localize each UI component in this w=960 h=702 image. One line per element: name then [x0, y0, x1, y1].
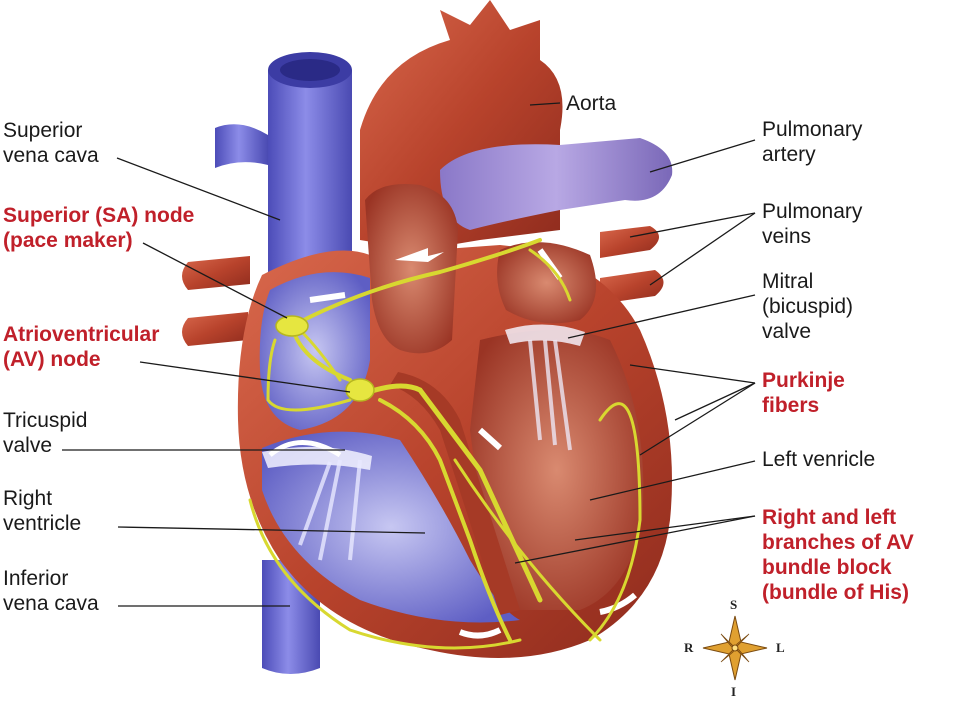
- leader-lines: [62, 102, 756, 607]
- compass-rose-icon: [702, 615, 768, 681]
- left-atrium: [497, 242, 597, 324]
- compass-left: L: [776, 640, 785, 655]
- mitral-valve-shape: [505, 324, 585, 346]
- tricuspid-valve-shape: [262, 446, 372, 470]
- pulmonary-artery: [440, 138, 673, 230]
- sa-node: [275, 315, 309, 337]
- av-node: [345, 378, 375, 402]
- label-sa-node: Superior (SA) node (pace maker): [3, 204, 195, 252]
- label-left-ventricle: Left venricle: [762, 448, 876, 471]
- superior-vena-cava: [268, 70, 352, 290]
- label-right-ventricle: Right ventricle: [3, 487, 82, 535]
- conduction-system: [248, 238, 642, 650]
- label-inferior-vena-cava: Inferior vena cava: [3, 567, 99, 615]
- right-ventricle-chamber: [262, 431, 520, 623]
- label-av-node: Atrioventricular (AV) node: [3, 323, 160, 371]
- pulmonary-vein-upper: [600, 226, 659, 258]
- label-mitral-valve: Mitral (bicuspid) valve: [762, 270, 854, 343]
- compass-inferior: I: [731, 684, 737, 699]
- label-tricuspid-valve: Tricuspid valve: [3, 409, 88, 457]
- compass-superior: S: [730, 597, 738, 612]
- compass-right: R: [684, 640, 694, 655]
- label-pulmonary-artery: Pulmonary artery: [762, 118, 863, 166]
- label-pulmonary-veins: Pulmonary veins: [762, 200, 863, 248]
- label-superior-vena-cava: Superior vena cava: [3, 119, 99, 167]
- label-purkinje-fibers: Purkinje fibers: [762, 369, 845, 417]
- label-aorta: Aorta: [566, 92, 617, 115]
- pulmonary-vein-lower: [600, 270, 664, 304]
- label-av-bundle: Right and left branches of AV bundle blo…: [762, 506, 914, 604]
